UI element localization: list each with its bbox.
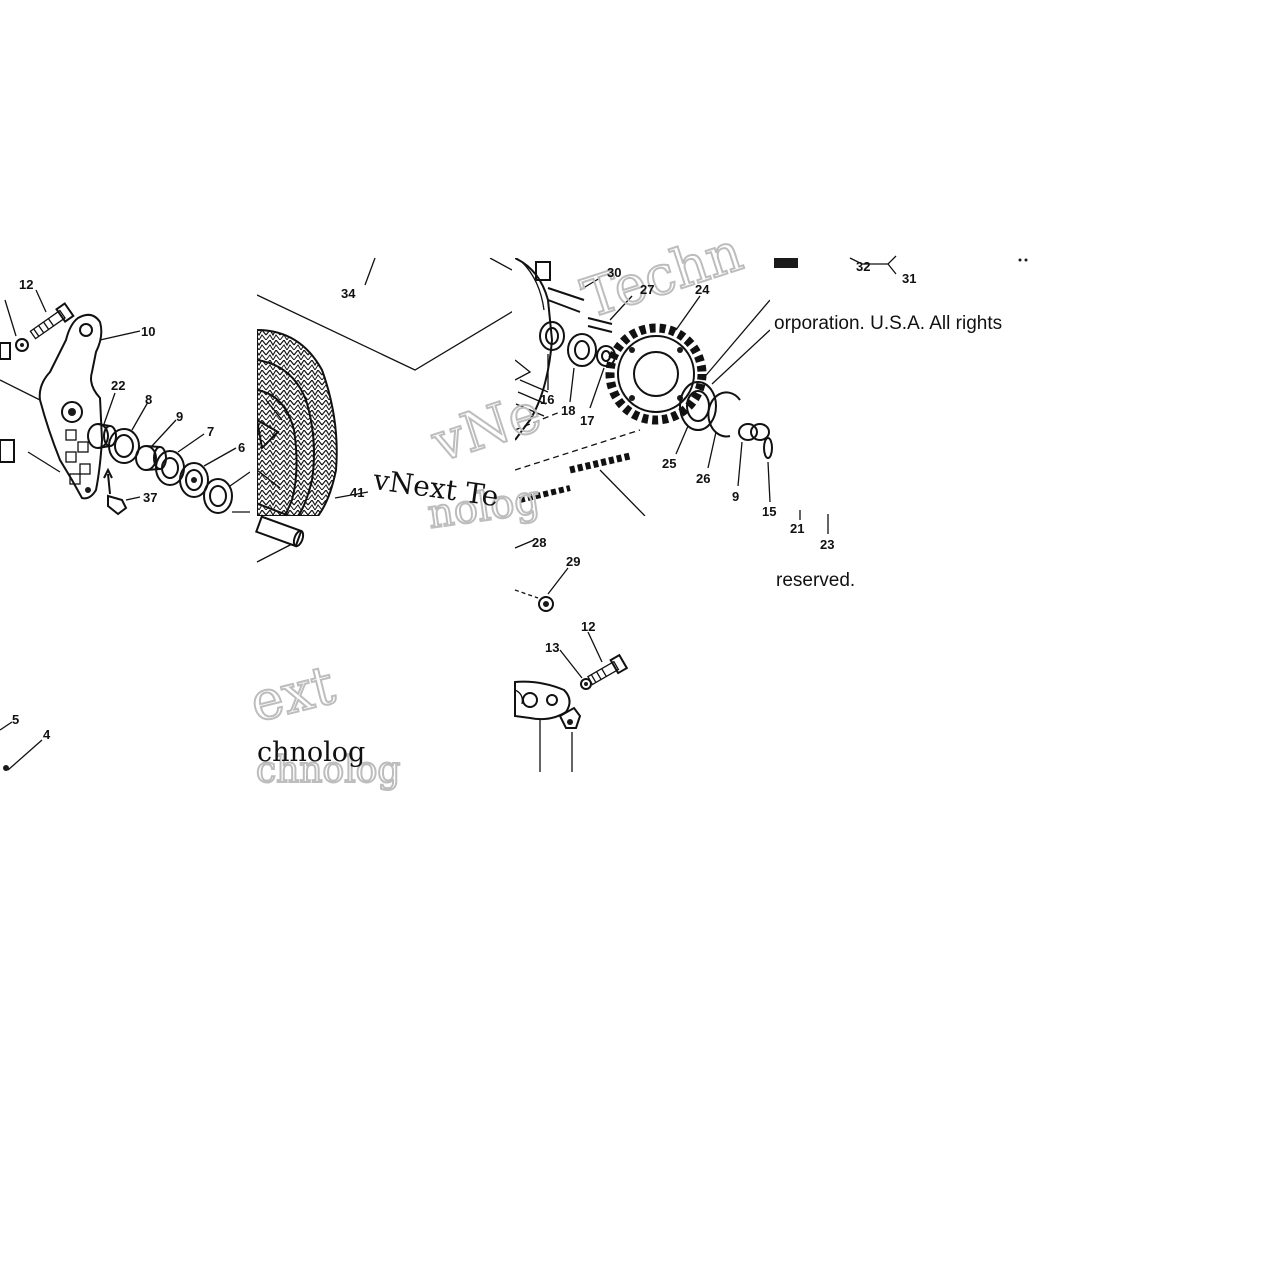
oil-seal-8 — [108, 401, 149, 464]
chain-adjuster-plate — [514, 680, 582, 772]
nut-29 — [514, 567, 569, 612]
callout-28: 28 — [532, 535, 547, 550]
callout-16: 16 — [540, 392, 555, 407]
stud-27 — [587, 295, 633, 333]
callout-9-right: 9 — [732, 489, 740, 504]
bolt-12-lower — [587, 653, 629, 686]
seal-16 — [539, 321, 565, 390]
oil-seal — [203, 471, 250, 514]
collar-22 — [87, 392, 117, 449]
callout-25: 25 — [662, 456, 677, 471]
callout-4: 4 — [43, 727, 51, 742]
callout-27: 27 — [640, 282, 655, 297]
callout-37: 37 — [143, 490, 158, 505]
copyright-line-1: orporation. U.S.A. All rights — [774, 313, 1003, 334]
rear-sprocket-24 — [605, 295, 707, 425]
callout-24: 24 — [695, 282, 710, 297]
callout-32: 32 — [856, 259, 871, 274]
callout-31: 31 — [902, 271, 917, 286]
copyright-line-2: reserved. — [776, 570, 856, 591]
callout-7: 7 — [207, 424, 215, 439]
rear-axle — [257, 502, 293, 516]
watermark-fragment-vne: vNe — [424, 381, 549, 475]
hub-stud-30 — [547, 277, 601, 313]
callout-12: 12 — [19, 277, 34, 292]
callout-9: 9 — [176, 409, 184, 424]
callout-17: 17 — [580, 413, 595, 428]
callout-18: 18 — [561, 403, 576, 418]
axle-lower — [255, 515, 305, 548]
callout-26: 26 — [696, 471, 711, 486]
callout-8: 8 — [145, 392, 153, 407]
callout-30: 30 — [607, 265, 622, 280]
callout-13: 13 — [545, 640, 560, 655]
nut-13 — [559, 649, 592, 690]
callout-15: 15 — [762, 504, 777, 519]
callout-29: 29 — [566, 554, 581, 569]
callout-22: 22 — [111, 378, 126, 393]
left-panel — [0, 289, 250, 771]
watermark-fragment-ext: ext — [244, 653, 341, 735]
middle-panel — [257, 258, 512, 516]
bolt-12 — [29, 302, 75, 340]
bearing-6 — [179, 447, 237, 498]
callout-6: 6 — [238, 440, 246, 455]
sprocket-flange-25 — [675, 299, 770, 455]
callout-5: 5 — [12, 712, 20, 727]
callout-21: 21 — [790, 521, 805, 536]
rear-tire — [257, 328, 338, 516]
watermark-chnolog: chnolog — [257, 737, 366, 768]
callout-41: 41 — [350, 485, 365, 500]
callout-23: 23 — [820, 537, 835, 552]
chain-puller-plate — [38, 313, 104, 500]
bearing-18 — [567, 333, 597, 403]
drive-chain-28 — [519, 452, 646, 516]
callout-12-lower: 12 — [581, 619, 596, 634]
top-right-fragments — [774, 255, 1028, 275]
callout-10: 10 — [141, 324, 156, 339]
spacer-9 — [135, 419, 177, 471]
circlip-26 — [707, 391, 741, 469]
watermark-fragment-chnolog-outline: chnolog — [256, 750, 400, 791]
grease-nipple-37 — [103, 467, 141, 516]
callout-34: 34 — [341, 286, 356, 301]
watermark-fragment-techn: Techn — [575, 220, 750, 330]
right-panel — [515, 258, 770, 516]
spacer-9-right — [737, 423, 770, 487]
